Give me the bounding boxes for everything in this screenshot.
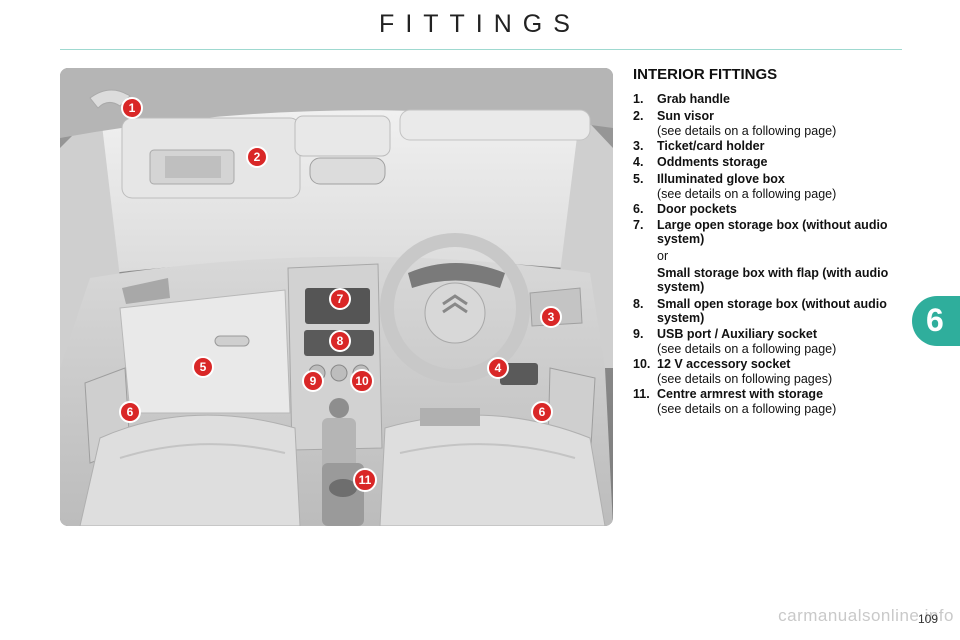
item-number: 8.: [633, 296, 644, 311]
svg-text:9: 9: [310, 374, 317, 388]
chapter-tab: 6: [912, 296, 960, 346]
item-number: 10.: [633, 357, 651, 371]
fittings-list: 1. Grab handle 2. Sun visor (see details o…: [633, 92, 908, 417]
callout-7-large-storage: 7: [329, 288, 351, 310]
title-divider: [60, 49, 902, 50]
item-label: Small open storage box (without audio sy…: [657, 296, 887, 325]
callout-3-ticket-holder: 3: [540, 306, 562, 328]
svg-text:6: 6: [127, 405, 134, 419]
item-note: (see details on a following page): [657, 123, 837, 138]
callout-6-door-pocket-right: 6: [531, 401, 553, 423]
item-note: (see details on following pages): [657, 372, 833, 386]
item-number: 11.: [633, 387, 650, 401]
svg-text:2: 2: [254, 150, 261, 164]
callout-6-door-pocket-left: 6: [119, 401, 141, 423]
item-number: 7.: [633, 218, 644, 232]
list-item: 1. Grab handle: [633, 92, 908, 106]
item-note: (see details on a following page): [657, 342, 837, 356]
svg-text:10: 10: [355, 374, 369, 388]
list-item: 5. Illuminated glove box: [633, 172, 908, 186]
item-alt-label: Small storage box with flap (with audio …: [657, 266, 889, 294]
item-note: (see details on a following page): [657, 186, 837, 201]
list-item: 4. Oddments storage: [633, 155, 908, 169]
callout-1-grab-handle: 1: [121, 97, 143, 119]
callout-4-oddments-storage: 4: [487, 357, 509, 379]
list-item: 2. Sun visor: [633, 109, 908, 123]
item-number: 4.: [633, 155, 644, 169]
svg-text:4: 4: [495, 361, 502, 375]
callout-2-sun-visor: 2: [246, 146, 268, 168]
item-note: (see details on a following page): [657, 402, 837, 416]
svg-text:8: 8: [337, 334, 344, 348]
list-item: 7. Large open storage box (without audio …: [633, 218, 908, 246]
callout-8-small-storage: 8: [329, 330, 351, 352]
callout-11-armrest: 11: [353, 468, 377, 492]
callout-5-glove-box: 5: [192, 356, 214, 378]
item-label: Centre armrest with storage: [657, 387, 824, 401]
item-label: Door pockets: [657, 201, 737, 216]
svg-text:6: 6: [539, 405, 546, 419]
item-number: 9.: [633, 327, 644, 341]
list-item: 6. Door pockets: [633, 202, 908, 216]
callout-9-usb-port: 9: [302, 370, 324, 392]
svg-text:7: 7: [337, 292, 344, 306]
svg-text:1: 1: [129, 101, 136, 115]
svg-text:3: 3: [548, 310, 555, 324]
item-label: Ticket/card holder: [657, 138, 765, 153]
item-label: Oddments storage: [657, 155, 768, 169]
item-or: or: [657, 249, 669, 263]
item-number: 1.: [633, 92, 644, 106]
page-number: 109: [917, 612, 938, 626]
item-label: Sun visor: [657, 108, 714, 123]
item-number: 3.: [633, 138, 644, 153]
list-item: 9. USB port / Auxiliary socket: [633, 327, 908, 341]
page-title: FITTINGS: [379, 10, 581, 38]
item-label: Illuminated glove box: [657, 171, 785, 186]
item-number: 6.: [633, 201, 644, 216]
item-label: Grab handle: [657, 92, 730, 106]
item-label: Large open storage box (without audio sy…: [657, 218, 888, 246]
svg-text:11: 11: [359, 473, 372, 487]
callout-10-accessory-socket: 10: [350, 369, 374, 393]
interior-illustration: 1 2 3 4 5 6 6 7 8 9 10 11: [60, 68, 613, 526]
list-item: 10. 12 V accessory socket: [633, 357, 908, 371]
chapter-number: 6: [926, 302, 944, 338]
section-heading: INTERIOR FITTINGS: [633, 66, 778, 83]
list-item: 3. Ticket/card holder: [633, 139, 908, 153]
watermark-text: carmanualsonline.info: [778, 606, 954, 625]
svg-text:5: 5: [200, 360, 207, 374]
car-interior-drawing: 1 2 3 4 5 6 6 7 8 9 10 11: [60, 68, 613, 526]
item-label: 12 V accessory socket: [657, 357, 791, 371]
item-label: USB port / Auxiliary socket: [657, 327, 817, 341]
item-number: 5.: [633, 171, 644, 186]
item-number: 2.: [633, 108, 644, 123]
list-item: 11. Centre armrest with storage: [633, 387, 908, 401]
list-item: 8. Small open storage box (without audio …: [633, 297, 908, 325]
